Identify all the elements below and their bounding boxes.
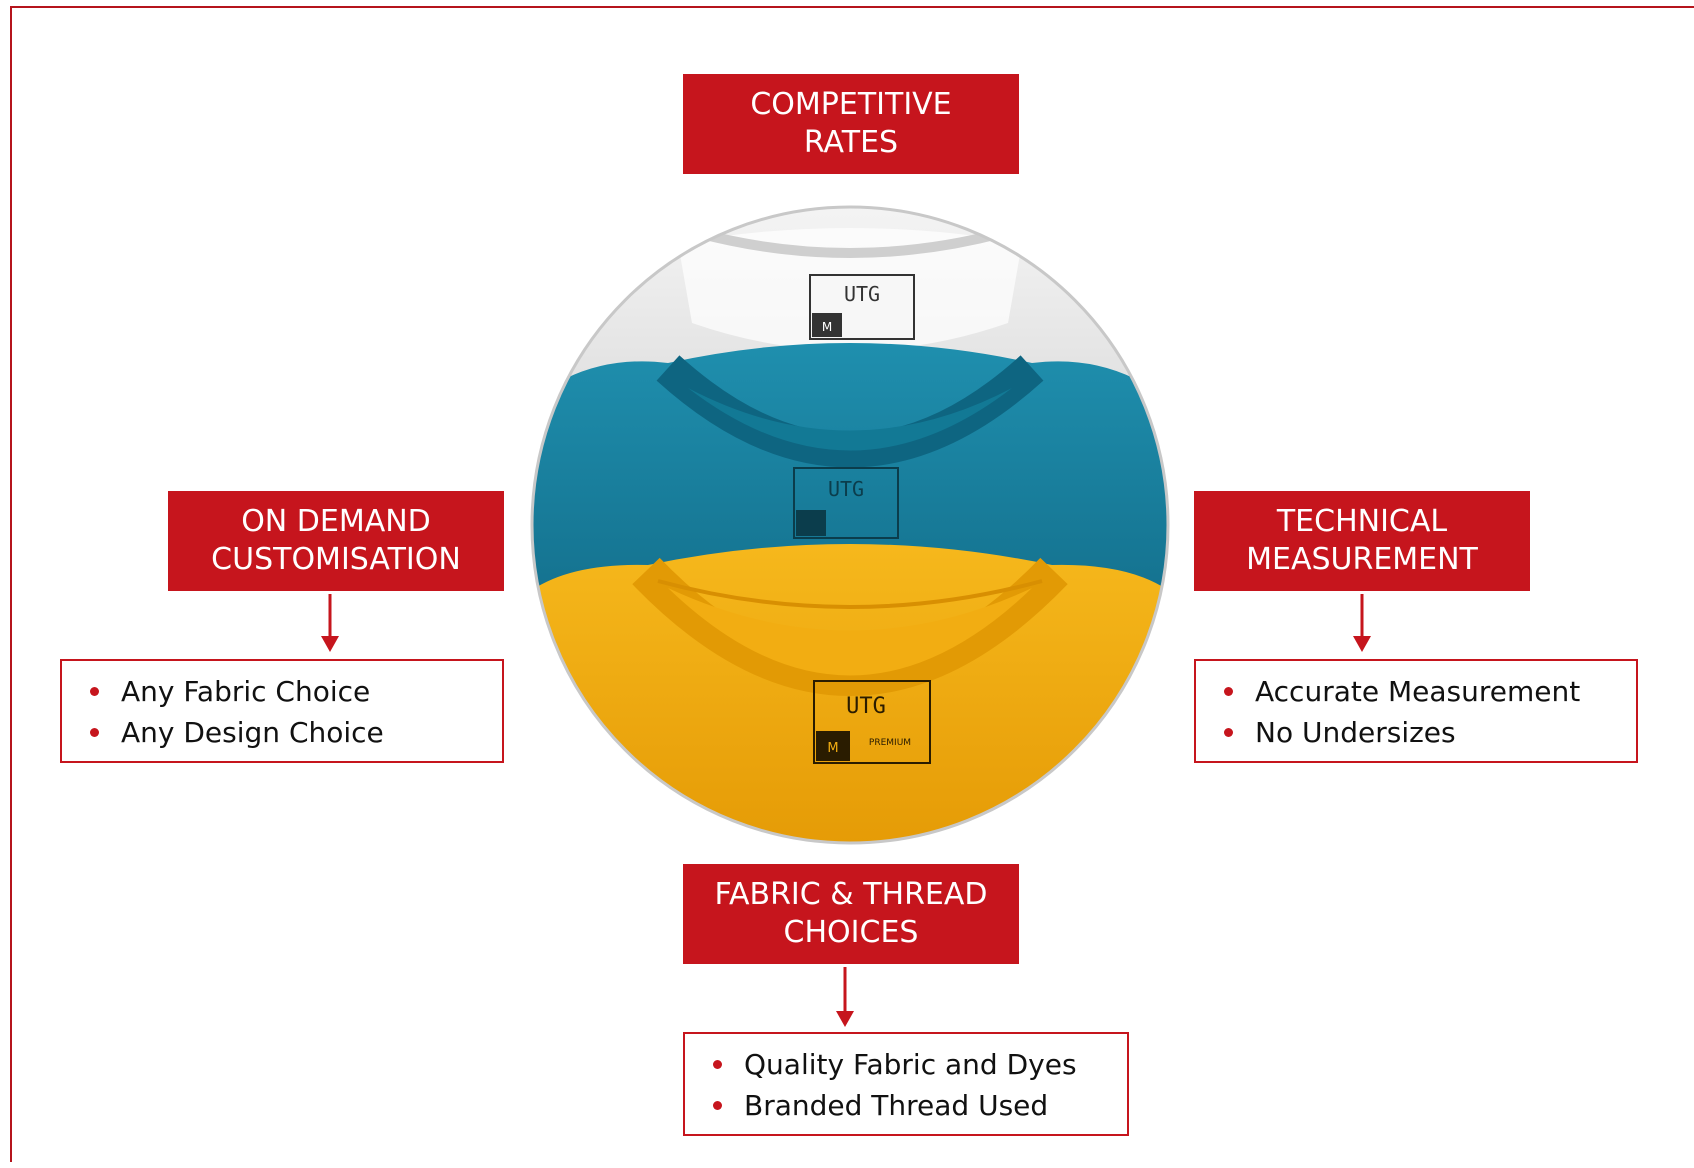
list-item: Any Design Choice xyxy=(84,712,502,753)
svg-text:UTG: UTG xyxy=(844,282,880,306)
svg-text:M: M xyxy=(822,320,832,334)
competitive-rates-box: COMPETITIVE RATES xyxy=(683,74,1019,174)
arrow-down-icon xyxy=(321,594,339,652)
svg-text:UTG: UTG xyxy=(828,477,864,501)
teal-shirt-label: UTG xyxy=(793,467,899,539)
arrow-down-icon xyxy=(1353,594,1371,652)
on-demand-customisation-box: ON DEMAND CUSTOMISATION xyxy=(168,491,504,591)
bullet-icon xyxy=(90,687,99,696)
fabric-list: Quality Fabric and Dyes Branded Thread U… xyxy=(683,1032,1129,1136)
tshirt-collars-illustration: UTG M UTG UTG M PREMIU xyxy=(530,205,1170,845)
bullet-icon xyxy=(90,728,99,737)
diagram-frame xyxy=(10,6,1694,1162)
svg-text:M: M xyxy=(827,741,838,756)
fabric-line2: CHOICES xyxy=(783,915,919,950)
customisation-list: Any Fabric Choice Any Design Choice xyxy=(60,659,504,763)
white-shirt-label: UTG M xyxy=(809,274,915,340)
bullet-icon xyxy=(1224,728,1233,737)
list-item: Quality Fabric and Dyes xyxy=(707,1044,1127,1085)
fabric-line1: FABRIC & THREAD xyxy=(714,877,988,912)
svg-text:UTG: UTG xyxy=(846,694,886,719)
arrow-down-icon xyxy=(836,967,854,1027)
fabric-thread-box: FABRIC & THREAD CHOICES xyxy=(683,864,1019,964)
technical-measurement-box: TECHNICAL MEASUREMENT xyxy=(1194,491,1530,591)
bullet-icon xyxy=(1224,687,1233,696)
svg-text:PREMIUM: PREMIUM xyxy=(869,738,911,748)
technical-line1: TECHNICAL xyxy=(1276,504,1448,539)
list-item: Branded Thread Used xyxy=(707,1085,1127,1126)
list-item: Any Fabric Choice xyxy=(84,671,502,712)
on-demand-line2: CUSTOMISATION xyxy=(211,542,461,577)
list-item: No Undersizes xyxy=(1218,712,1636,753)
yellow-shirt-label: UTG M PREMIUM xyxy=(813,680,931,764)
technical-line2: MEASUREMENT xyxy=(1246,542,1478,577)
measurement-list: Accurate Measurement No Undersizes xyxy=(1194,659,1638,763)
bullet-icon xyxy=(713,1060,722,1069)
list-item: Accurate Measurement xyxy=(1218,671,1636,712)
bullet-icon xyxy=(713,1101,722,1110)
competitive-rates-line1: COMPETITIVE xyxy=(750,87,952,122)
on-demand-line1: ON DEMAND xyxy=(241,504,431,539)
tshirt-stack-image: UTG M UTG UTG M PREMIU xyxy=(528,203,1172,847)
competitive-rates-line2: RATES xyxy=(803,125,899,160)
